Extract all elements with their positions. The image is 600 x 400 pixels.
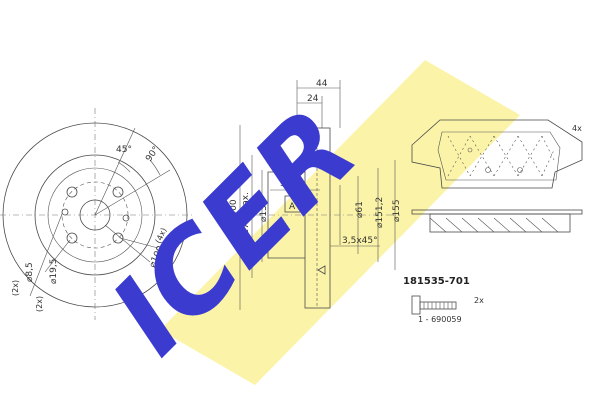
- section-marker-label: A: [289, 202, 296, 212]
- pad-quantity-label: 4x: [572, 124, 582, 133]
- disc-section-view: [230, 80, 400, 310]
- angle-45-label: 45°: [116, 145, 132, 155]
- chamfer-label: 3,5x45°: [342, 236, 378, 246]
- hat-depth-label: 36,9: [280, 179, 300, 189]
- diameter-hub-label: ⌀155: [392, 199, 402, 222]
- diameter-inner-label: ⌀151,2: [375, 197, 385, 228]
- hat-width-label: 24: [307, 94, 319, 104]
- disc-front-view: [0, 108, 195, 320]
- diameter-max-label: ⌀178 max.: [241, 192, 251, 240]
- bolt-ref-label: 1 - 690059: [418, 315, 462, 324]
- center-bore-count-label: (2x): [35, 296, 44, 312]
- brake-pad-view: [411, 119, 583, 233]
- angle-90-label: 90°: [144, 145, 161, 164]
- diameter-outer-label: ⌀300: [229, 199, 239, 222]
- bolt-quantity-label: 2x: [474, 296, 484, 305]
- overall-width-label: 44: [316, 79, 328, 89]
- bolt-icon: [411, 295, 457, 315]
- small-hole-count-label: (2x): [11, 280, 20, 296]
- diameter-hat-label: ⌀139: [259, 199, 269, 222]
- part-number-label: 181535-701: [403, 276, 470, 287]
- center-bore-label: ⌀19,5: [49, 259, 59, 284]
- small-hole-label: ⌀8,5: [25, 262, 35, 282]
- diameter-bore-label: ⌀61: [355, 201, 365, 218]
